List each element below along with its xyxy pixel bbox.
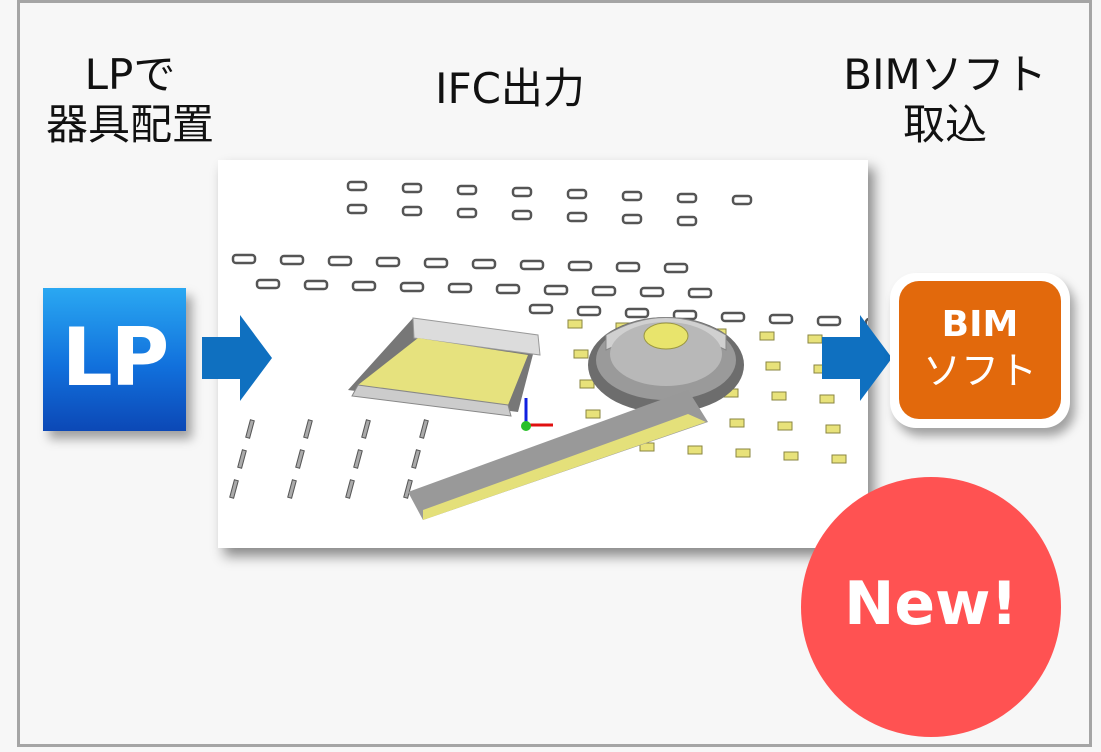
fixture-mark — [456, 184, 478, 196]
fixture-mark — [663, 262, 689, 274]
arrow-right-icon — [822, 315, 892, 401]
fixture-mark — [621, 190, 643, 202]
fixture-mark — [346, 180, 368, 192]
bim-software-box: BIM ソフト — [890, 273, 1070, 428]
fixture-mark — [287, 479, 297, 499]
ifc-3d-viewer — [218, 160, 868, 548]
fixture-mark — [255, 278, 281, 290]
fixture-mark — [816, 315, 842, 327]
fixture-mark — [511, 186, 533, 198]
fixture-mark — [511, 209, 533, 221]
ifc-3d-scene — [229, 180, 868, 520]
fixture-mark — [771, 391, 787, 401]
fixture-mark — [777, 421, 793, 431]
bim-box-line1: BIM — [941, 304, 1019, 345]
fixture-mark — [720, 311, 746, 323]
fixture-mark — [447, 282, 473, 294]
fixture-mark — [573, 349, 589, 359]
fixture-mark — [423, 257, 449, 269]
fixture-mark — [639, 442, 655, 452]
fixture-mark — [825, 424, 841, 434]
fixture-mark — [346, 203, 368, 215]
fixture-mark — [295, 449, 305, 469]
fixture-mark — [831, 454, 847, 464]
bim-box-line2: ソフト — [922, 349, 1037, 393]
fixture-mark — [729, 418, 745, 428]
fixture-mark — [353, 449, 363, 469]
step-lp-label: LPで 器具配置 — [25, 50, 235, 150]
fixture-mark — [411, 449, 421, 469]
fixture-mark — [279, 254, 305, 266]
fixture-mark — [567, 260, 593, 272]
square-luminaire-model — [348, 317, 541, 417]
downlight-model — [588, 317, 744, 413]
fixture-mark — [351, 280, 377, 292]
fixture-mark — [375, 256, 401, 268]
step-lp-line1: LPで — [84, 50, 176, 99]
fixture-mark — [768, 313, 794, 325]
fixture-mark — [735, 448, 751, 458]
fixture-mark — [401, 205, 423, 217]
fixture-mark — [765, 361, 781, 371]
fixture-mark — [519, 259, 545, 271]
step-bim-line1: BIMソフト — [843, 50, 1047, 99]
fixture-mark — [731, 194, 753, 206]
fixture-mark — [303, 279, 329, 291]
fixture-mark — [639, 286, 665, 298]
lp-logo-icon: LP — [43, 288, 186, 431]
fixture-mark — [759, 331, 775, 341]
fixture-mark — [566, 211, 588, 223]
new-badge: New! — [801, 477, 1061, 737]
fixture-mark — [495, 283, 521, 295]
fixture-mark — [624, 307, 650, 319]
fixture-mark — [687, 445, 703, 455]
linear-fixture-grid — [229, 419, 429, 499]
fixture-mark — [543, 284, 569, 296]
fixture-mark — [456, 207, 478, 219]
fixture-mark — [327, 255, 353, 267]
lp-logo-text: LP — [61, 311, 170, 404]
fixture-mark — [576, 305, 602, 317]
step-ifc-label: IFC出力 — [435, 64, 585, 113]
new-badge-text: New! — [844, 569, 1018, 639]
step-bim-label: BIMソフト 取込 — [800, 50, 1090, 150]
fixture-mark — [615, 261, 641, 273]
fixture-mark — [528, 303, 554, 315]
fixture-mark — [471, 258, 497, 270]
bim-software-inner: BIM ソフト — [899, 281, 1061, 419]
fixture-mark — [585, 409, 601, 419]
fixture-mark — [566, 188, 588, 200]
fixture-mark — [231, 253, 257, 265]
fixture-mark — [245, 419, 255, 439]
linear-luminaire-model — [408, 390, 708, 520]
fixture-mark — [783, 451, 799, 461]
fixture-mark — [591, 285, 617, 297]
fixture-mark — [687, 287, 713, 299]
fixture-mark — [401, 182, 423, 194]
fixture-mark — [567, 319, 583, 329]
step-lp-line2: 器具配置 — [45, 100, 214, 149]
fixture-mark — [237, 449, 247, 469]
fixture-mark — [303, 419, 313, 439]
arrow-right-icon — [202, 315, 272, 401]
fixture-mark — [399, 281, 425, 293]
fixture-mark — [819, 394, 835, 404]
fixture-mark — [579, 379, 595, 389]
fixture-mark — [676, 215, 698, 227]
fixture-mark — [621, 213, 643, 225]
fixture-mark — [864, 317, 868, 329]
fixture-mark — [807, 334, 823, 344]
step-bim-line2: 取込 — [902, 100, 987, 149]
axis-gizmo-icon — [521, 398, 553, 431]
fixture-mark — [229, 479, 239, 499]
fixture-mark — [676, 192, 698, 204]
fixture-mark — [361, 419, 371, 439]
fixture-mark — [403, 479, 413, 499]
fixture-mark — [345, 479, 355, 499]
ceiling-fixture-grid — [231, 180, 868, 329]
fixture-mark — [419, 419, 429, 439]
